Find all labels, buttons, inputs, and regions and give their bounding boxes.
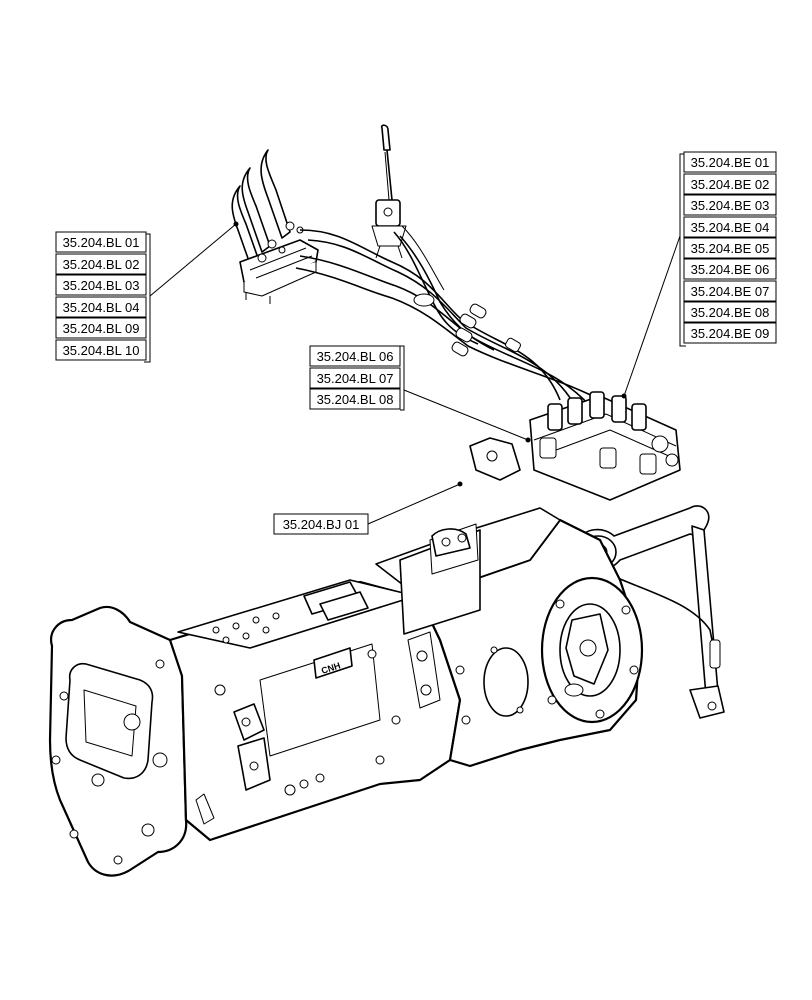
callout-label: 35.204.BL 02 [63,257,140,272]
selector-lever [371,124,407,259]
callout-label: 35.204.BL 08 [317,392,394,407]
callout-label: 35.204.BE 06 [691,262,770,277]
callout-35-204-be-03[interactable]: 35.204.BE 03 [683,194,777,216]
callout-label: 35.204.BE 01 [691,155,770,170]
callout-35-204-be-06[interactable]: 35.204.BE 06 [683,258,777,280]
callout-label: 35.204.BL 01 [63,235,140,250]
callout-group-bl-mid: 35.204.BL 06 35.204.BL 07 35.204.BL 08 [309,345,401,410]
callout-label: 35.204.BE 03 [691,198,770,213]
callout-label: 35.204.BL 04 [63,300,140,315]
callout-label: 35.204.BE 07 [691,284,770,299]
callout-group-bl-left: 35.204.BL 01 35.204.BL 02 35.204.BL 03 3… [55,231,147,361]
callout-35-204-bl-07[interactable]: 35.204.BL 07 [309,367,401,389]
callout-35-204-bl-03[interactable]: 35.204.BL 03 [55,274,147,296]
callout-35-204-bl-06[interactable]: 35.204.BL 06 [309,345,401,367]
callout-label: 35.204.BL 10 [63,343,140,358]
callout-label: 35.204.BL 06 [317,349,394,364]
callout-group-be: 35.204.BE 01 35.204.BE 02 35.204.BE 03 3… [683,151,777,344]
callout-label: 35.204.BL 09 [63,321,140,336]
callout-label: 35.204.BL 03 [63,278,140,293]
callout-label: 35.204.BE 02 [691,177,770,192]
callout-35-204-bl-02[interactable]: 35.204.BL 02 [55,253,147,275]
callout-label: 35.204.BJ 01 [283,517,360,532]
callout-35-204-bl-04[interactable]: 35.204.BL 04 [55,296,147,318]
callout-35-204-bl-01[interactable]: 35.204.BL 01 [55,231,147,253]
callout-35-204-be-07[interactable]: 35.204.BE 07 [683,280,777,302]
callout-label: 35.204.BL 07 [317,371,394,386]
callout-label: 35.204.BE 05 [691,241,770,256]
callout-label: 35.204.BE 09 [691,326,770,341]
shift-cables [295,225,609,407]
callout-35-204-bl-08[interactable]: 35.204.BL 08 [309,388,401,410]
callout-35-204-be-08[interactable]: 35.204.BE 08 [683,301,777,323]
callout-35-204-be-02[interactable]: 35.204.BE 02 [683,173,777,195]
shift-levers-assembly [231,149,319,304]
leader-lines [144,153,686,525]
callout-35-204-be-04[interactable]: 35.204.BE 04 [683,216,777,238]
callout-label: 35.204.BE 08 [691,305,770,320]
transmission-housing: CNH [48,507,644,877]
callout-35-204-be-05[interactable]: 35.204.BE 05 [683,237,777,259]
callout-35-204-bl-09[interactable]: 35.204.BL 09 [55,317,147,339]
control-valve-block [469,391,681,501]
callout-35-204-bl-10[interactable]: 35.204.BL 10 [55,339,147,361]
callout-35-204-bj-01[interactable]: 35.204.BJ 01 [273,513,369,535]
callout-35-204-be-01[interactable]: 35.204.BE 01 [683,151,777,173]
callout-label: 35.204.BE 04 [691,220,770,235]
callout-35-204-be-09[interactable]: 35.204.BE 09 [683,322,777,344]
